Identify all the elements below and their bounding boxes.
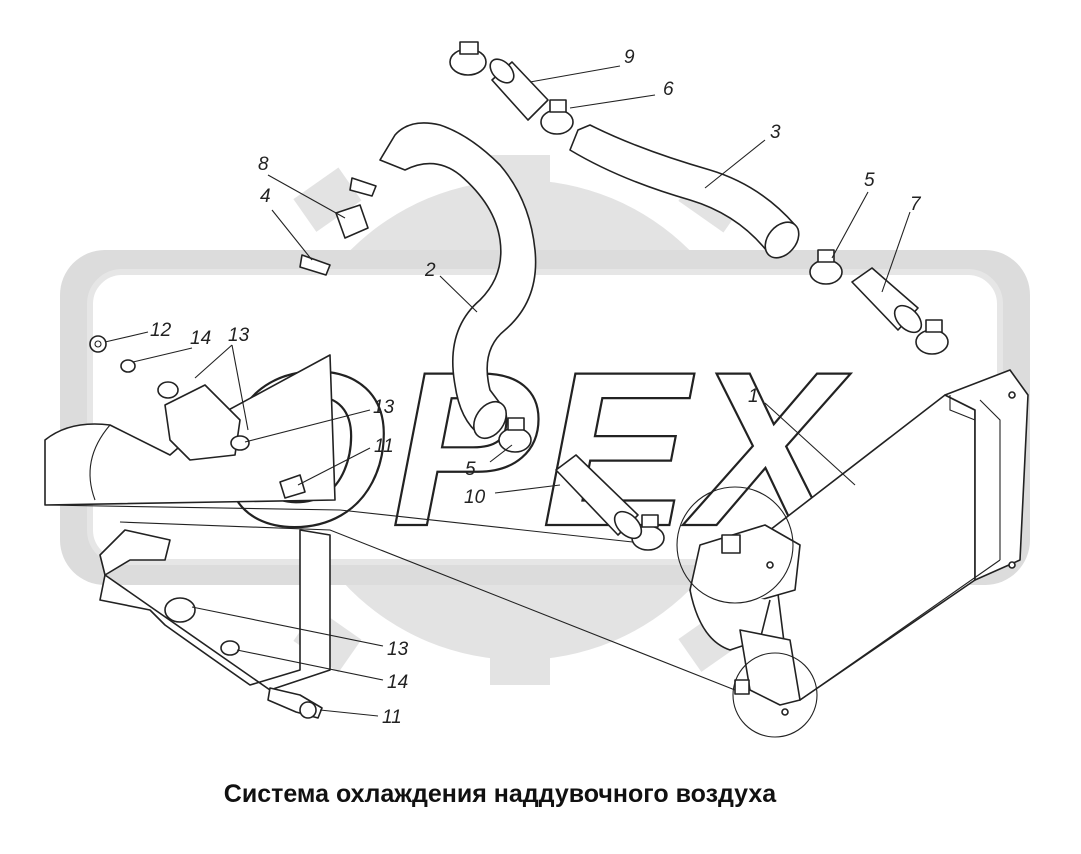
- callout-12: 12: [150, 320, 172, 341]
- callout-labels: 1 2 3 4 5 5 6 7 8 9 10 11 11 12 13 13 13…: [150, 47, 922, 728]
- callout-13-top: 13: [228, 325, 250, 346]
- watermark-logo: OPEX: [60, 155, 1030, 685]
- pipe-3: [569, 124, 800, 259]
- sleeve-9: [489, 58, 549, 121]
- callout-3: 3: [770, 122, 781, 143]
- callout-14-top: 14: [190, 328, 211, 349]
- callout-1: 1: [748, 386, 759, 407]
- callout-11-upper: 11: [374, 436, 394, 457]
- sleeve-7: [851, 267, 923, 334]
- small-fasteners: [89, 177, 377, 373]
- sleeve-10: [555, 454, 643, 540]
- diagram-caption: Система охлаждения наддувочного воздуха: [223, 780, 777, 808]
- callout-13-bottom: 13: [387, 639, 409, 660]
- callout-13-mid: 13: [373, 397, 395, 418]
- callout-6: 6: [663, 79, 674, 100]
- bracket-upper-left: [44, 354, 336, 506]
- leader-lines: [104, 65, 911, 717]
- callout-2: 2: [424, 260, 436, 281]
- charge-air-cooler: [676, 369, 1029, 738]
- callout-5-lower: 5: [465, 459, 476, 480]
- frame-rails: [44, 504, 1001, 701]
- callout-8: 8: [258, 154, 269, 175]
- callout-9: 9: [624, 47, 635, 68]
- callout-11-lower: 11: [382, 707, 402, 728]
- callout-10: 10: [464, 487, 486, 508]
- callout-4: 4: [260, 186, 271, 207]
- hose-clamps: [449, 41, 949, 551]
- callout-7: 7: [910, 194, 922, 215]
- pipe-2: [379, 122, 537, 440]
- callout-5-upper: 5: [864, 170, 875, 191]
- callout-14-bottom: 14: [387, 672, 408, 693]
- bracket-lower-left: [99, 529, 331, 719]
